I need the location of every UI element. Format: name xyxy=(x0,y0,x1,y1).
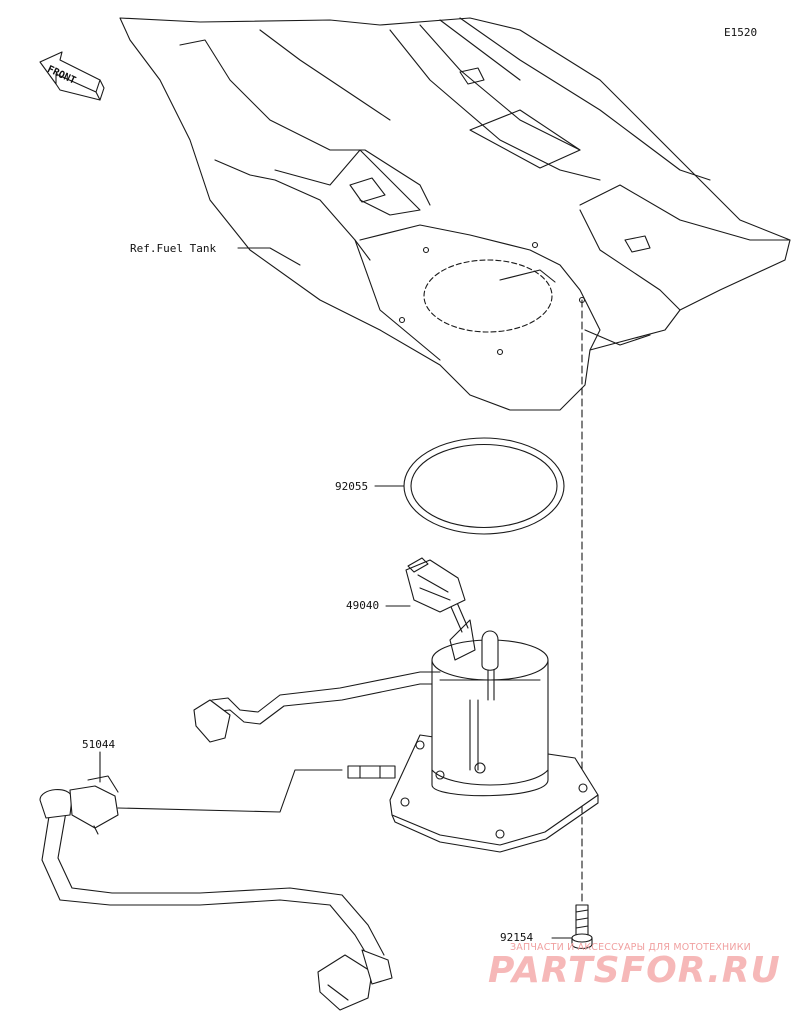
part-number-92154: 92154 xyxy=(500,931,534,944)
part-number-51044: 51044 xyxy=(82,738,116,751)
part-number-92055: 92055 xyxy=(335,480,369,493)
front-arrow-icon xyxy=(39,51,105,101)
watermark-brand: PARTSFOR.RU xyxy=(488,950,781,991)
diagram-code: E1520 xyxy=(724,26,758,39)
part-number-49040: 49040 xyxy=(346,599,380,612)
watermark-subtitle: ЗАПЧАСТИ И АКСЕССУАРЫ ДЛЯ МОТОТЕХНИКИ xyxy=(510,942,751,953)
fuel-hose xyxy=(39,775,393,1011)
o-ring-gasket xyxy=(403,437,565,535)
hose-pump-leader xyxy=(117,769,343,813)
ref-leader-line xyxy=(237,247,301,266)
fuel-tank xyxy=(119,17,791,411)
ref-fuel-tank-label: Ref.Fuel Tank xyxy=(130,242,217,255)
flange-bolt xyxy=(571,904,593,950)
fuel-pump-assembly xyxy=(193,557,599,853)
